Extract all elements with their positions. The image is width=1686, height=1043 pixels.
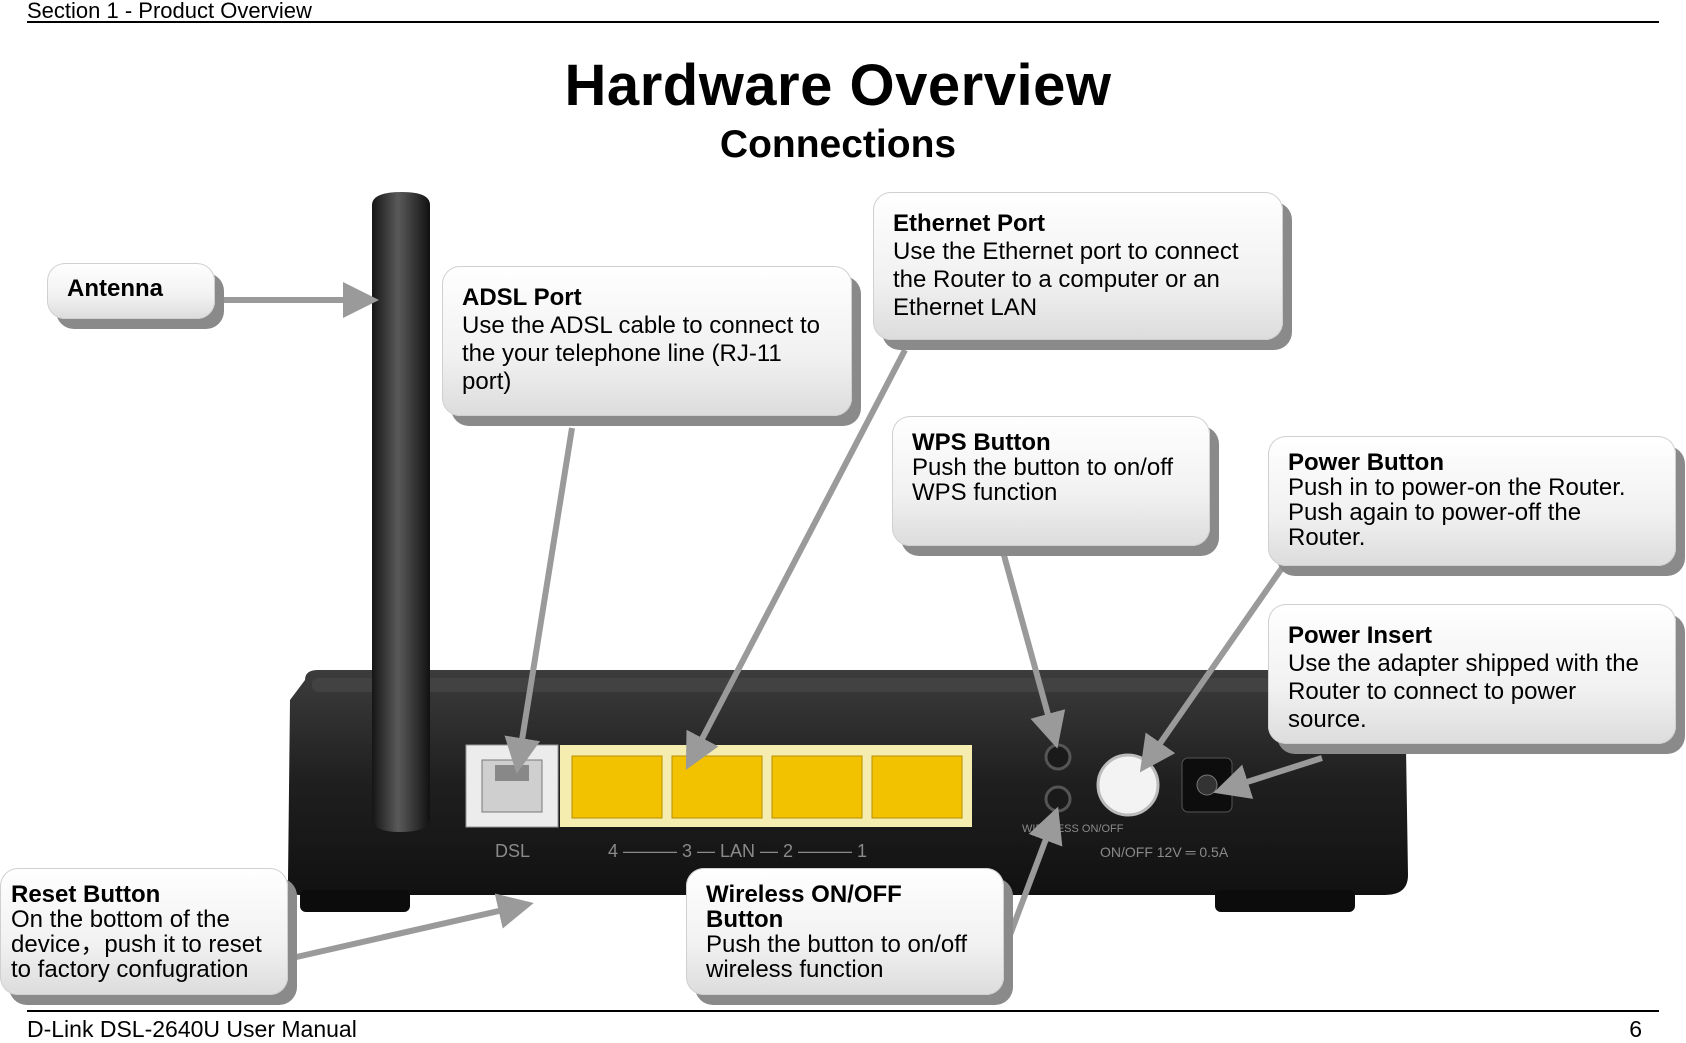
callout-wps-title: WPS Button	[912, 429, 1051, 456]
arrow-power-insert	[1213, 755, 1323, 799]
callout-wps-button: WPS Button Push the button to on/off WPS…	[892, 416, 1210, 546]
callout-power-button-desc: Push in to power-on the Router. Push aga…	[1288, 474, 1626, 551]
footer-manual-name: D-Link DSL-2640U User Manual	[27, 1016, 357, 1042]
callout-power-insert-desc: Use the adapter shipped with the Router …	[1288, 650, 1639, 733]
callout-wireless-title: Wireless ON/OFF Button	[706, 881, 902, 933]
footer-page-number: 6	[1629, 1016, 1642, 1042]
callout-power-button: Power Button Push in to power-on the Rou…	[1268, 436, 1676, 566]
callout-antenna: Antenna	[47, 263, 215, 319]
section-header: Section 1 - Product Overview	[27, 0, 312, 23]
callout-adsl-port: ADSL Port Use the ADSL cable to connect …	[442, 266, 852, 416]
callout-wireless-button: Wireless ON/OFF Button Push the button t…	[686, 868, 1004, 995]
wps-button-graphic	[1044, 743, 1072, 771]
wireless-button-graphic	[1044, 785, 1072, 813]
callout-power-insert-title: Power Insert	[1288, 622, 1433, 649]
dsl-port	[465, 744, 559, 828]
callout-power-insert: Power Insert Use the adapter shipped wit…	[1268, 604, 1676, 744]
callout-antenna-title: Antenna	[67, 275, 163, 302]
router-label-lan: 4 ——— 3 — LAN — 2 ——— 1	[608, 841, 867, 861]
arrow-reset	[291, 893, 534, 961]
antenna	[372, 192, 430, 832]
callout-power-button-title: Power Button	[1288, 449, 1444, 476]
callout-wps-desc: Push the button to on/off WPS function	[912, 454, 1174, 506]
callout-ethernet-title: Ethernet Port	[893, 210, 1046, 237]
footer-rule	[27, 1010, 1659, 1012]
callout-adsl-title: ADSL Port	[462, 284, 582, 311]
callout-ethernet-desc: Use the Ethernet port to connect the Rou…	[893, 238, 1239, 321]
callout-adsl-desc: Use the ADSL cable to connect to the you…	[462, 312, 820, 395]
arrow-wireless	[1007, 806, 1063, 937]
callout-reset-title: Reset Button	[11, 881, 161, 908]
arrow-power-button	[1139, 566, 1285, 773]
callout-ethernet-port: Ethernet Port Use the Ethernet port to c…	[873, 192, 1283, 340]
callout-reset-button: Reset Button On the bottom of the device…	[0, 868, 288, 995]
arrow-adsl	[504, 427, 575, 774]
page-subtitle: Connections	[719, 123, 957, 166]
page-title: Hardware Overview	[564, 53, 1112, 118]
arrow-ethernet	[685, 348, 908, 770]
router-label-dsl: DSL	[495, 841, 530, 861]
callout-reset-desc: On the bottom of the device，push it to r…	[11, 906, 262, 983]
header-rule	[27, 21, 1659, 23]
callout-wireless-desc: Push the button to on/off wireless funct…	[706, 931, 968, 983]
arrow-wps	[999, 547, 1066, 749]
power-jack	[1181, 757, 1233, 813]
router-label-wireless: WIRELESS ON/OFF	[1022, 823, 1124, 835]
lan-ports	[560, 745, 972, 827]
router-label-power: ON/OFF 12V ═ 0.5A	[1100, 844, 1229, 860]
